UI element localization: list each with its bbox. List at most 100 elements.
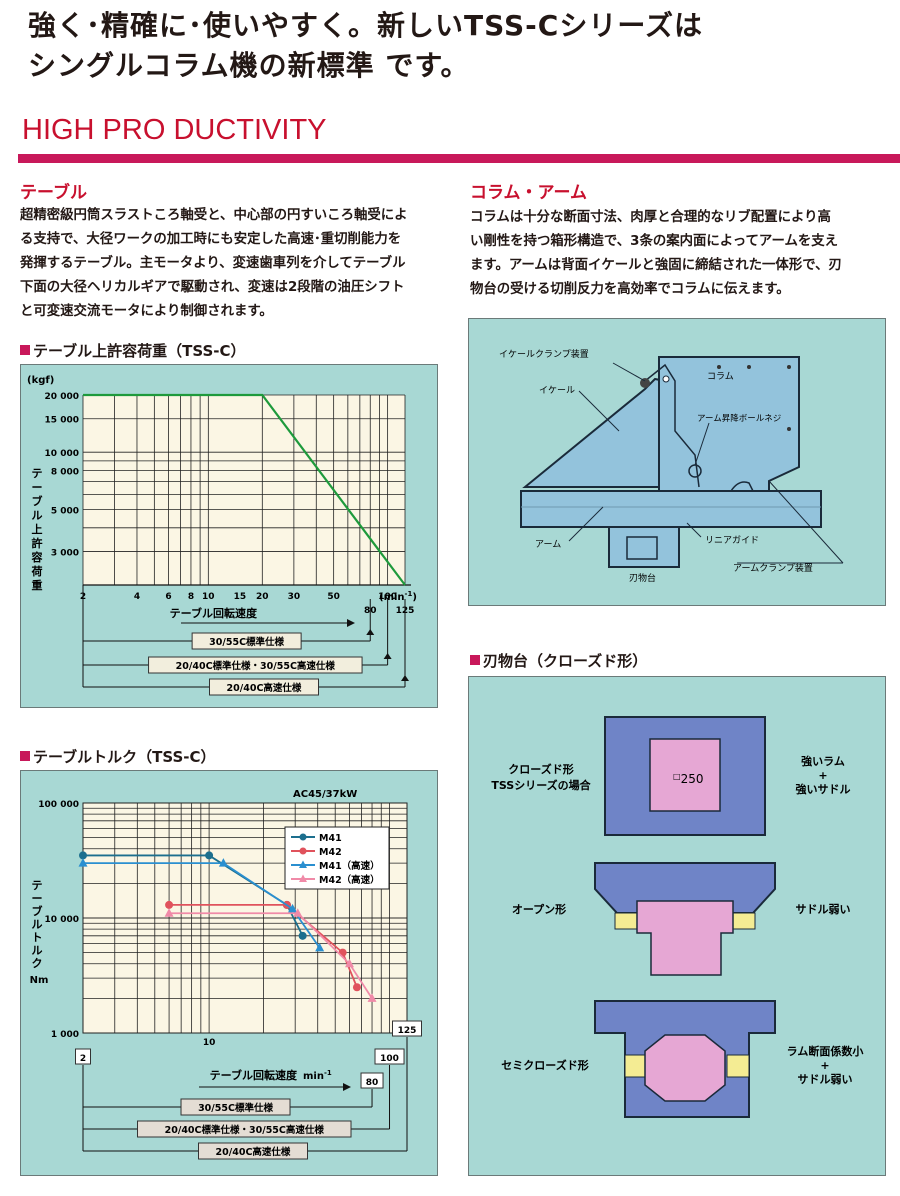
torque-y-label-char: ブ	[32, 904, 43, 918]
arrow-right-icon	[343, 1083, 351, 1091]
torque-y-label-char: テ	[32, 879, 43, 892]
load-x-unit-text: (min-1)	[379, 590, 417, 603]
table-body-line: 下面の大径ヘリカルギアで駆動され、変速は2段階の油圧シフト	[20, 280, 405, 295]
load-x-tick-label: 100	[378, 592, 397, 602]
triangle-marker-icon	[78, 858, 88, 867]
triangle-marker-icon	[293, 908, 303, 917]
column-body-line: い剛性を持つ箱形構造で、3条の案内面によってアームを支え	[470, 234, 839, 249]
torque-series	[78, 851, 377, 1002]
load-x-tick-label: 4	[134, 592, 140, 602]
motor-label: AC45/37kW	[293, 789, 357, 800]
open-guide-left	[614, 912, 638, 930]
triangle-marker-icon	[344, 958, 354, 968]
speed-box-125-label: 125	[398, 1026, 417, 1036]
toolpost-heading: 刃物台（クローズド形）	[470, 650, 647, 671]
rivet-icon	[717, 365, 721, 369]
headline-line-2: シングルコラム機の新標準 です。	[28, 49, 470, 82]
speed-box-80	[360, 1072, 384, 1089]
headline: 強く･精確に･使いやすく。新しいTSS-Cシリーズは シングルコラム機の新標準 …	[28, 6, 703, 86]
load-x-tick-label: 15	[234, 592, 247, 602]
load-grid	[82, 394, 411, 586]
triangle-marker-icon	[218, 858, 228, 867]
semi-label: セミクローズド形	[501, 1058, 588, 1072]
circle-marker-icon	[79, 851, 87, 860]
load-x-tick-label: 6	[165, 592, 171, 602]
headline-line-1: 強く･精確に･使いやすく。新しいTSS-Cシリーズは	[28, 9, 703, 42]
table-heading: テーブル	[20, 183, 87, 203]
table-body-line: と可変速交流モータにより制御されます。	[20, 304, 273, 319]
rivet-icon	[787, 427, 791, 431]
open-note: サドル弱い	[796, 903, 851, 916]
circle-marker-icon	[165, 900, 174, 909]
label-toolpost: 刃物台	[629, 572, 656, 584]
semi-ram	[644, 1034, 726, 1102]
load-y-tick-label: 5 000	[51, 506, 79, 516]
label-ikeru-clamp: イケールクランプ装置	[499, 348, 589, 360]
torque-spec-box	[137, 1120, 352, 1138]
arrow-right-icon	[347, 619, 355, 627]
triangle-marker-icon	[164, 908, 174, 917]
closed-note-2: +	[818, 769, 827, 782]
load-spec-box	[148, 656, 363, 674]
semi-guide-right	[726, 1054, 750, 1078]
column-body-line: 物台の受ける切削反力を高効率でコラムに伝えます。	[470, 282, 790, 297]
leader-line	[694, 422, 710, 466]
guide-notch	[730, 481, 754, 492]
column-diagram-panel: イケールクランプ装置 コラム イケール アーム昇降ボールネジ アーム リニアガイ…	[468, 318, 886, 606]
semi-note-2: +	[820, 1059, 829, 1072]
load-y-tick-label: 3 000	[51, 549, 79, 559]
load-x-axis-label: テーブル回転速度	[170, 606, 258, 620]
circle-marker-icon	[352, 983, 361, 992]
torque-y-tick-label: 1 000	[51, 1030, 79, 1040]
toolpost-heading-text: 刃物台（クローズド形）	[483, 652, 648, 670]
circle-marker-icon	[205, 851, 214, 860]
label-ballscrew: アーム昇降ボールネジ	[697, 413, 781, 424]
load-y-label-char: 容	[31, 550, 43, 564]
column-body-line: ます。アームは背面イケールと強固に締結された一体形で、刃	[470, 258, 842, 273]
closed-note-1: 強いラム	[801, 754, 845, 768]
speed-box-100-label: 100	[380, 1054, 399, 1064]
torque-x-unit: min-1	[303, 1069, 332, 1082]
load-y-tick-label: 8 000	[51, 468, 79, 478]
speed-box-2-label: 2	[80, 1054, 86, 1064]
section-rule	[18, 154, 900, 163]
column-inner-line	[644, 363, 700, 488]
torque-series-line	[169, 912, 373, 999]
load-spec-label: 30/55C標準仕様	[209, 636, 284, 648]
load-y-tick-label: 10 000	[45, 449, 79, 459]
semi-note-3: サドル弱い	[798, 1073, 853, 1086]
load-y-tick-label: 15 000	[45, 416, 79, 426]
load-x-tick-label: 8	[188, 592, 194, 602]
ram-size: □250	[673, 772, 703, 786]
toolpost-panel: □250 クローズド形 TSSシリーズの場合 強いラム + 強いサドル オープン…	[468, 676, 886, 1176]
load-x-unit: (min-1)	[379, 590, 417, 603]
toolpost-diagram: □250 クローズド形 TSSシリーズの場合 強いラム + 強いサドル オープン…	[491, 716, 863, 1118]
load-y-label-char: ー	[32, 481, 43, 494]
load-y-label-char: 荷	[31, 564, 43, 578]
legend-label: M42	[319, 847, 342, 858]
load-x-tick-label: 20	[256, 592, 269, 602]
torque-y-tick-label: 10 000	[45, 915, 79, 925]
column-diagram: イケールクランプ装置 コラム イケール アーム昇降ボールネジ アーム リニアガイ…	[499, 348, 844, 584]
square-bullet-icon	[20, 751, 30, 761]
load-y-label-char: テ	[32, 467, 43, 480]
toolpost-window	[626, 536, 658, 560]
leader-line	[612, 362, 646, 382]
torque-spec-label: 30/55C標準仕様	[198, 1102, 273, 1114]
circle-marker-icon	[298, 931, 307, 940]
table-body-line: る支持で、大径ワークの加工時にも安定した高速･重切削能力を	[20, 232, 402, 247]
load-spec-label: 20/40C標準仕様・30/55C高速仕様	[176, 660, 336, 672]
toolpost-shape	[608, 526, 680, 568]
table-body: 超精密級円筒スラストころ軸受と、中心部の円すいころ軸受によ る支持で、大径ワーク…	[20, 204, 460, 324]
square-bullet-icon	[20, 345, 30, 355]
rivet-icon	[787, 365, 791, 369]
triangle-marker-icon	[299, 860, 307, 868]
load-series	[83, 393, 406, 586]
load-y-label-char: 上	[32, 522, 43, 536]
closed-ram	[649, 738, 721, 812]
speed-box-125	[392, 1020, 422, 1037]
